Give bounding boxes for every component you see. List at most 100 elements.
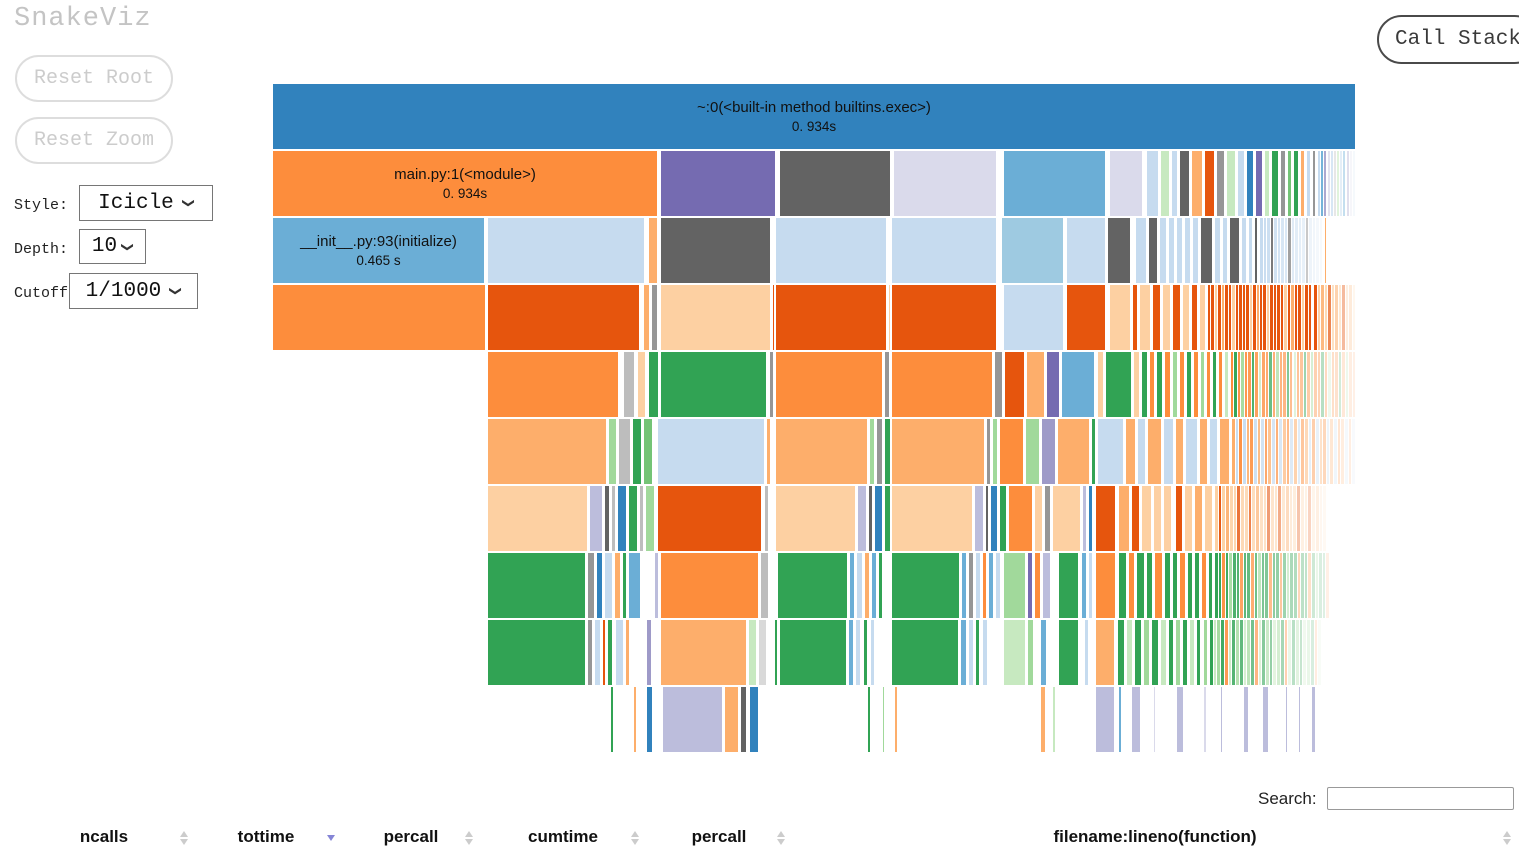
icicle-node[interactable] (1204, 620, 1207, 685)
column-header-percall[interactable]: percall (383, 827, 439, 846)
icicle-node[interactable] (1285, 486, 1289, 551)
icicle-node[interactable] (588, 620, 592, 685)
icicle-node[interactable] (1263, 218, 1266, 283)
icicle-node[interactable] (1229, 486, 1233, 551)
icicle-node[interactable] (1328, 352, 1331, 417)
icicle-node[interactable] (1248, 486, 1252, 551)
icicle-node[interactable] (1096, 553, 1115, 618)
icicle-node[interactable] (663, 687, 722, 752)
icicle-node[interactable] (1281, 218, 1284, 283)
icicle-node[interactable] (1253, 419, 1257, 484)
icicle-node[interactable] (1308, 486, 1312, 551)
icicle-node[interactable] (655, 553, 658, 618)
icicle-node[interactable] (616, 620, 623, 685)
icicle-node[interactable] (1256, 151, 1262, 216)
icicle-node[interactable] (989, 553, 993, 618)
icicle-node[interactable] (1098, 419, 1123, 484)
icicle-node[interactable] (1062, 352, 1094, 417)
icicle-node[interactable] (892, 620, 958, 685)
icicle-node[interactable] (1085, 620, 1088, 685)
icicle-node[interactable] (991, 486, 997, 551)
icicle-node[interactable] (1250, 419, 1253, 484)
icicle-node[interactable] (1195, 553, 1199, 618)
icicle-node[interactable] (615, 553, 620, 618)
icicle-node[interactable] (273, 285, 485, 350)
icicle-node[interactable] (1269, 620, 1273, 685)
icicle-node[interactable] (1215, 553, 1218, 618)
icicle-node[interactable] (1273, 285, 1277, 350)
icicle-node[interactable] (1317, 352, 1321, 417)
icicle-node[interactable] (996, 553, 1000, 618)
icicle-node[interactable] (1319, 218, 1322, 283)
icicle-node[interactable] (849, 620, 853, 685)
icicle-node[interactable] (1308, 419, 1312, 484)
icicle-node[interactable] (767, 419, 770, 484)
icicle-node[interactable] (870, 419, 874, 484)
icicle-node[interactable] (1177, 687, 1183, 752)
icicle-node[interactable] (1318, 151, 1321, 216)
cutoff-select[interactable]: 1/1000 ❯ (69, 273, 198, 309)
icicle-node[interactable] (1265, 352, 1269, 417)
icicle-node[interactable] (1152, 620, 1158, 685)
icicle-node[interactable] (1338, 352, 1342, 417)
icicle-node[interactable] (661, 151, 775, 216)
icicle-node[interactable] (889, 285, 890, 350)
icicle-node[interactable] (1326, 553, 1329, 618)
icicle-node[interactable] (1244, 687, 1248, 752)
icicle-node[interactable] (1000, 486, 1006, 551)
icicle-node[interactable] (1250, 553, 1254, 618)
icicle-node[interactable] (1251, 352, 1255, 417)
icicle-node[interactable] (1262, 620, 1265, 685)
icicle-node[interactable] (1265, 151, 1269, 216)
icicle-node[interactable] (1303, 620, 1307, 685)
icicle-node[interactable] (1312, 486, 1315, 551)
icicle-node[interactable] (1278, 486, 1282, 551)
icicle-node[interactable] (1026, 419, 1039, 484)
icicle-node[interactable] (1305, 285, 1308, 350)
icicle-node[interactable] (1110, 151, 1142, 216)
icicle-node[interactable] (1193, 218, 1198, 283)
icicle-node[interactable] (1244, 352, 1248, 417)
icicle-node[interactable] (1293, 352, 1296, 417)
icicle-node[interactable] (638, 352, 645, 417)
icicle-node[interactable] (856, 620, 860, 685)
icicle-node[interactable] (1136, 218, 1146, 283)
icicle-node[interactable] (1269, 352, 1272, 417)
icicle-node[interactable] (1242, 419, 1246, 484)
icicle-node[interactable] (1165, 352, 1170, 417)
column-header-tottime[interactable]: tottime (237, 827, 295, 846)
sort-icon[interactable] (180, 831, 188, 845)
icicle-node[interactable] (634, 687, 636, 752)
icicle-node[interactable] (1342, 285, 1345, 350)
icicle-node[interactable] (488, 285, 639, 350)
icicle-node[interactable] (1254, 553, 1258, 618)
icicle-node[interactable] (1352, 151, 1355, 216)
icicle-node[interactable] (1218, 285, 1221, 350)
icicle-node[interactable] (1324, 151, 1327, 216)
icicle-node[interactable] (1299, 687, 1300, 752)
icicle-node[interactable] (612, 486, 615, 551)
icicle-node[interactable] (1338, 285, 1341, 350)
icicle-node[interactable] (1119, 553, 1126, 618)
icicle-node[interactable] (1218, 486, 1222, 551)
icicle-node[interactable] (1238, 151, 1244, 216)
icicle-node[interactable] (661, 218, 770, 283)
icicle-node[interactable] (1241, 352, 1244, 417)
icicle-node[interactable] (1132, 687, 1140, 752)
icicle-node[interactable] (1214, 285, 1218, 350)
icicle-node[interactable] (1164, 486, 1171, 551)
icicle-node[interactable] (993, 419, 997, 484)
icicle-node[interactable] (1301, 285, 1305, 350)
icicle-node[interactable] (1242, 285, 1246, 350)
icicle-node[interactable] (1258, 620, 1262, 685)
icicle-node[interactable] (1215, 218, 1220, 283)
icicle-node[interactable] (1271, 486, 1274, 551)
icicle-node[interactable] (975, 486, 983, 551)
icicle-node[interactable] (1185, 218, 1190, 283)
icicle-node[interactable] (1134, 352, 1139, 417)
icicle-node[interactable] (1319, 419, 1323, 484)
icicle-node[interactable] (1248, 352, 1251, 417)
icicle-node[interactable] (892, 486, 972, 551)
icicle-node[interactable] (588, 553, 594, 618)
icicle-node[interactable] (1058, 419, 1089, 484)
